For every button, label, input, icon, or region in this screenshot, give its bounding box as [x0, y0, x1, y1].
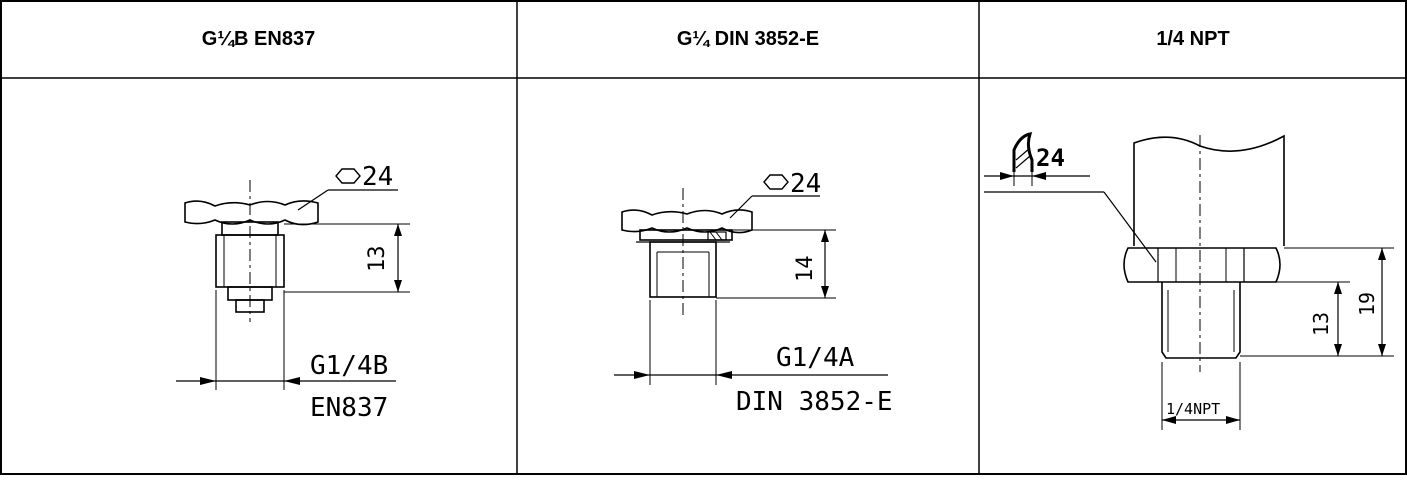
drawing3-height-large: 19 — [1355, 292, 1379, 316]
drawing3-wrench-label: 24 — [1036, 144, 1065, 172]
drawing2-hex-label: 24 — [790, 169, 821, 199]
header-quarter-npt: 1/4 NPT — [1156, 27, 1230, 50]
drawing3-thread-label: 1/4NPT — [1166, 400, 1220, 418]
drawing2-thread-top: G1/4A — [776, 343, 855, 373]
header-g14b-en837: G¼B EN837 — [201, 27, 316, 50]
drawing-quarter-npt — [984, 132, 1394, 430]
drawing1-thread-top: G1/4B — [310, 351, 388, 381]
drawing2-thread-bottom: DIN 3852-E — [736, 387, 893, 417]
drawing1-thread-bottom: EN837 — [310, 393, 388, 423]
drawing2-height-label: 14 — [793, 256, 818, 283]
drawing1-hex-label: 24 — [362, 162, 393, 192]
drawing1-height-label: 13 — [365, 246, 390, 273]
header-g14-din3852e: G¼ DIN 3852-E — [676, 27, 820, 50]
drawing3-height-small: 13 — [1309, 312, 1333, 336]
